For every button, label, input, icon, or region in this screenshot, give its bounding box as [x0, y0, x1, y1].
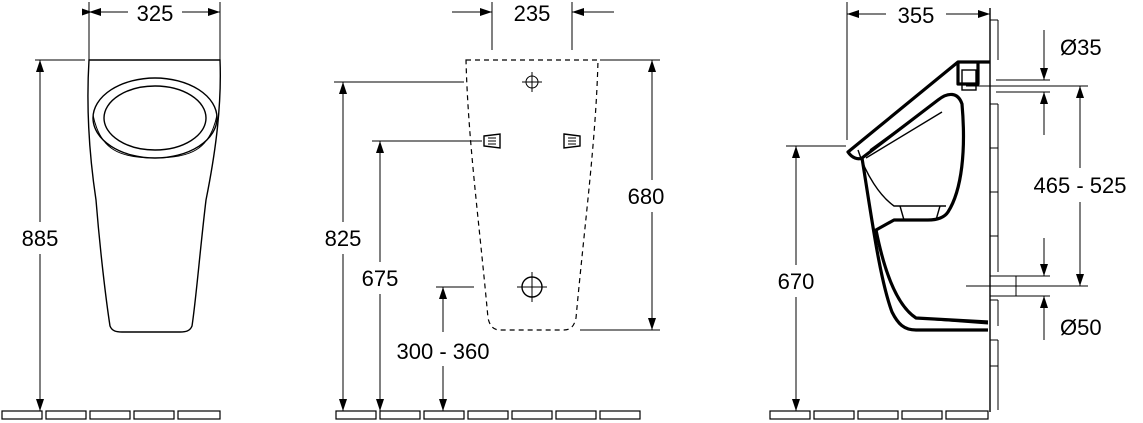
mount-lower-fix-label: 300 - 360 — [397, 339, 490, 364]
mount-upper-fix-label: 675 — [362, 266, 399, 291]
right-fixing-bracket — [563, 133, 581, 149]
rim-height-label: 670 — [778, 269, 815, 294]
side-depth-label: 355 — [898, 3, 935, 28]
front-width-label: 325 — [137, 1, 174, 26]
wall-hatch — [990, 19, 999, 410]
mount-total-height-label: 825 — [325, 226, 362, 251]
inlet-diameter-label: Ø35 — [1060, 35, 1102, 60]
side-view: 355 — [778, 2, 1127, 412]
urinal-front-outline — [87, 59, 221, 333]
outlet-diameter-label: Ø50 — [1060, 315, 1102, 340]
mount-width-label: 235 — [514, 1, 551, 26]
inlet-range-label: 465 - 525 — [1034, 173, 1127, 198]
floor-mounting — [335, 410, 641, 420]
left-fixing-bracket — [483, 133, 501, 149]
front-height-label: 885 — [22, 226, 59, 251]
floor-front — [1, 410, 221, 420]
front-view: 325 885 — [22, 1, 221, 411]
mounting-view: 235 825 — [325, 1, 665, 411]
floor-side — [769, 410, 989, 420]
urinal-side-profile — [846, 60, 990, 332]
mount-template-height-label: 680 — [628, 184, 665, 209]
mounting-template-outline — [465, 59, 599, 331]
